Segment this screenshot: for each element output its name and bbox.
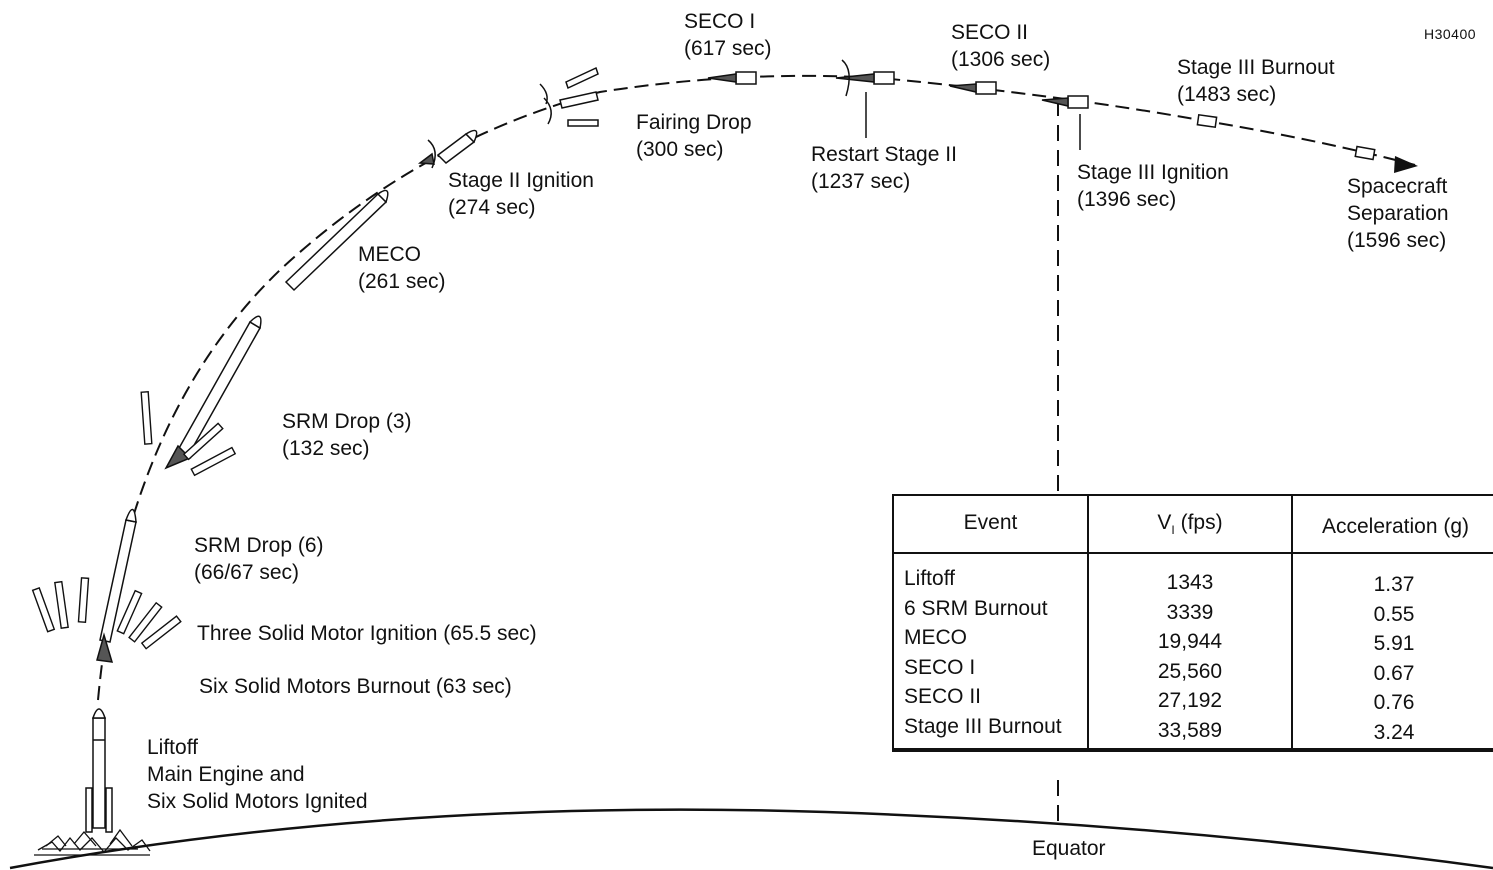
column-vi: 1343 3339 19,944 25,560 27,192 33,589	[1090, 568, 1290, 746]
earth-horizon	[9, 808, 1493, 870]
rocket-liftoff-icon	[85, 708, 113, 833]
table-cell: 19,944	[1157, 630, 1223, 654]
table-cell: Stage III Burnout	[904, 714, 1062, 738]
table-cell: 3339	[1166, 600, 1214, 624]
label-srm-drop-3: SRM Drop (3) (132 sec)	[282, 410, 412, 460]
label-stage2-ignition: Stage II Ignition (274 sec)	[448, 169, 594, 219]
header-acceleration: Acceleration (g)	[1321, 515, 1470, 538]
label-seco1: SECO I (617 sec)	[684, 10, 772, 60]
launch-pad	[34, 828, 151, 856]
header-event: Event	[963, 511, 1018, 534]
label-meco: MECO (261 sec)	[358, 243, 446, 293]
label-spacecraft-separation: Spacecraft Separation (1596 sec)	[1347, 175, 1449, 252]
table-cell: 1.37	[1373, 573, 1415, 596]
rocket-stage2-icon	[417, 129, 478, 169]
label-stage3-burnout: Stage III Burnout (1483 sec)	[1177, 56, 1335, 106]
table-cell: 3.24	[1373, 720, 1415, 744]
table-header-divider	[894, 552, 1493, 554]
spacecraft-icon	[1354, 145, 1376, 161]
rocket-stage-srm-icon	[96, 508, 137, 663]
table-cell: Liftoff	[904, 567, 955, 590]
figure-id: H30400	[1424, 26, 1477, 42]
fairing-drop-icon	[539, 66, 599, 127]
label-equator: Equator	[1032, 837, 1106, 860]
column-event: Liftoff 6 SRM Burnout MECO SECO I SECO I…	[904, 564, 1062, 742]
stage3-burnout-vehicle-icon	[1196, 113, 1218, 129]
seco2-vehicle-icon	[949, 81, 997, 95]
label-seco2: SECO II (1306 sec)	[951, 21, 1051, 71]
table-cell: 1343	[1166, 571, 1214, 594]
table-cell: 25,560	[1157, 659, 1223, 683]
table-cell: 5.91	[1373, 632, 1415, 656]
rocket-stage-srm3-icon	[164, 315, 262, 470]
stage3-ignition-vehicle-icon	[1041, 95, 1089, 109]
header-vi: VI (fps)	[1157, 511, 1223, 537]
restart-stage2-vehicle-icon	[835, 59, 895, 97]
table-cell: 0.55	[1373, 602, 1415, 626]
table-divider	[1291, 496, 1293, 748]
seco1-vehicle-icon	[707, 71, 757, 85]
label-liftoff: Liftoff Main Engine and Six Solid Motors…	[147, 736, 368, 813]
label-fairing-drop: Fairing Drop (300 sec)	[636, 111, 752, 161]
srm-drop-six-icon	[31, 577, 182, 650]
rocket-stage1-icon	[284, 189, 389, 292]
label-stage3-ignition: Stage III Ignition (1396 sec)	[1077, 161, 1229, 211]
srm-drop-three-icon	[140, 391, 237, 477]
label-six-solid-burnout: Six Solid Motors Burnout (63 sec)	[199, 675, 512, 698]
table-cell: SECO I	[904, 655, 976, 679]
table-cell: 0.67	[1373, 661, 1415, 685]
table-cell: 0.76	[1373, 691, 1415, 715]
label-restart-stage2: Restart Stage II (1237 sec)	[811, 143, 957, 193]
table-cell: MECO	[904, 626, 967, 650]
label-three-solid-ignition: Three Solid Motor Ignition (65.5 sec)	[197, 622, 537, 645]
trajectory-arrow-icon	[1394, 156, 1418, 173]
table-cell: 27,192	[1157, 689, 1223, 713]
table-cell: 33,589	[1157, 718, 1223, 742]
event-table: Event VI (fps) Acceleration (g) Liftoff …	[892, 494, 1493, 752]
table-cell: 6 SRM Burnout	[904, 596, 1048, 620]
table-divider	[1087, 496, 1089, 748]
table-cell: SECO II	[904, 685, 982, 709]
column-acceleration: 1.37 0.55 5.91 0.67 0.76 3.24	[1294, 570, 1493, 748]
label-srm-drop-6: SRM Drop (6) (66/67 sec)	[194, 534, 324, 584]
